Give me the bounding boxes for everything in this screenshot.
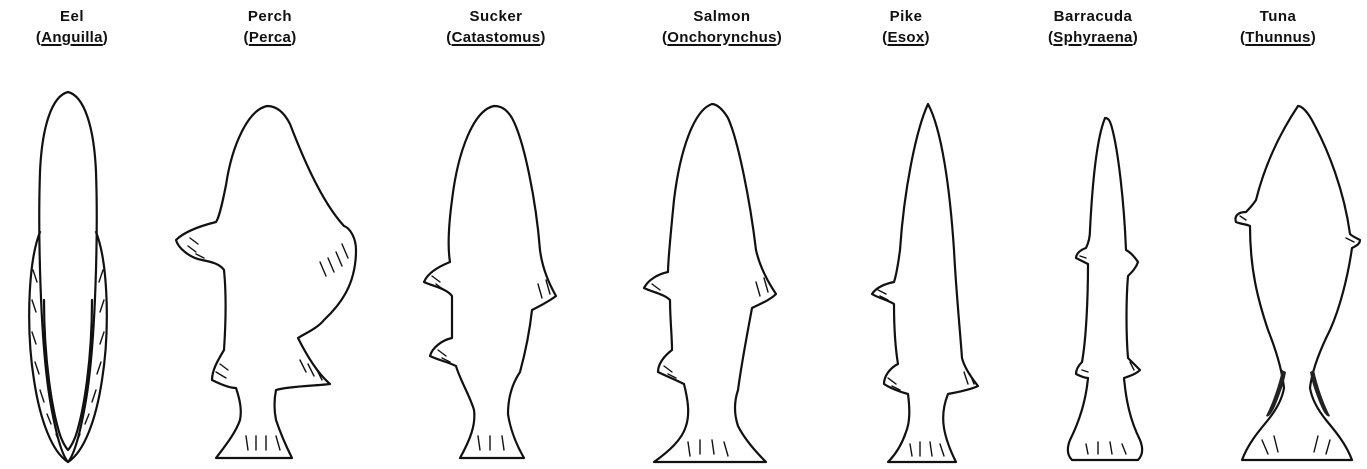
pike-outline xyxy=(872,104,978,462)
eel-body xyxy=(39,92,96,462)
tuna-body xyxy=(1235,106,1360,460)
eel-fin-inner xyxy=(44,300,92,450)
tuna-outline xyxy=(1235,106,1360,460)
eel-outline xyxy=(29,92,107,462)
barracuda-outline xyxy=(1068,118,1142,460)
tuna-finlets-right xyxy=(1310,370,1330,417)
perch-outline xyxy=(176,106,356,458)
sucker-body xyxy=(424,106,556,458)
tuna-hatching xyxy=(1240,216,1354,454)
salmon-outline xyxy=(644,104,776,462)
sucker-outline xyxy=(424,106,556,458)
perch-hatching xyxy=(188,238,348,450)
pike-body xyxy=(872,104,978,462)
perch-body xyxy=(176,106,356,458)
barracuda-body xyxy=(1068,118,1142,460)
